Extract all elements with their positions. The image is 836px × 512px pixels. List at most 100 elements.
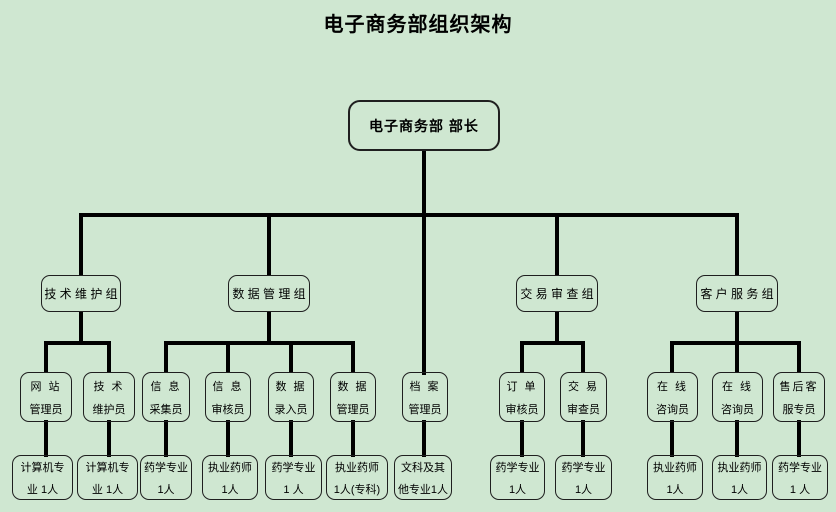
connector [735,341,739,373]
qual-data-admin: 执业药师 1人(专科) [326,455,388,500]
connector [289,420,293,457]
staff-label: 文科及其 [401,461,445,474]
staff-label: 药学专业 [778,461,822,474]
connector [226,341,230,373]
connector [351,341,355,373]
connector [267,312,271,345]
group-data-management: 数 据 管 理 组 [228,275,310,312]
staff-label: 执业药师 [653,461,697,474]
staff-label: 药学专业 [561,461,606,474]
connector [79,312,83,345]
connector [520,341,524,373]
staff-label: 业 1人 [91,483,124,496]
role-label: 维护员 [92,403,126,416]
staff-label: 药学专业 [144,461,188,474]
staff-label: 1人 [666,483,684,496]
connector [79,213,83,275]
role-label: 审查员 [567,403,600,416]
role-label: 管理员 [408,403,442,416]
connector [735,420,739,457]
role-label: 审核员 [211,403,245,416]
group-label: 客 户 服 务 组 [700,287,774,301]
role-online-consultant-1: 在 线 咨询员 [647,372,698,422]
group-label: 技 术 维 护 组 [44,287,118,301]
qual-online-consultant-1: 执业药师 1人 [647,455,703,500]
connector [797,420,801,457]
group-tech-maintenance: 技 术 维 护 组 [41,275,121,312]
staff-label: 药学专业 [495,461,540,474]
role-label: 在 线 [656,380,689,393]
role-label: 服专员 [782,403,816,416]
staff-label: 1人 [221,483,239,496]
connector [670,341,674,373]
connector [670,420,674,457]
staff-label: 执业药师 [208,461,252,474]
role-label: 录入员 [274,403,308,416]
role-website-admin: 网 站 管理员 [20,372,72,422]
qual-aftersales-support: 药学专业 1 人 [772,455,828,500]
qual-tech-maintainer: 计算机专 业 1人 [77,455,138,500]
role-aftersales-support: 售后客 服专员 [773,372,825,422]
staff-label: 1 人 [283,483,304,496]
role-label: 信 息 [150,380,182,393]
role-label: 技 术 [93,380,125,393]
staff-label: 业 1人 [26,483,59,496]
role-label: 信 息 [212,380,244,393]
connector [79,213,739,217]
staff-label: 他专业1人 [397,483,449,496]
connector [267,213,271,275]
role-label: 审核员 [505,403,539,416]
qual-order-auditor: 药学专业 1人 [490,455,545,500]
connector [164,341,168,373]
connector [164,420,168,457]
role-info-collector: 信 息 采集员 [142,372,190,422]
connector [107,341,111,373]
connector [44,341,48,373]
qual-transaction-reviewer: 药学专业 1人 [555,455,612,500]
connector [581,420,585,457]
group-customer-service: 客 户 服 务 组 [696,275,778,312]
role-label: 数 据 [275,380,307,393]
staff-label: 执业药师 [335,461,379,474]
connector [44,341,111,345]
staff-label: 执业药师 [717,461,762,474]
connector [107,420,111,457]
staff-label: 1人 [574,483,593,496]
staff-label: 1人 [730,483,749,496]
connector [555,213,559,275]
role-transaction-reviewer: 交 易 审查员 [560,372,607,422]
role-online-consultant-2: 在 线 咨询员 [712,372,763,422]
connector [226,420,230,457]
role-label: 咨询员 [656,403,689,416]
qual-archive-admin: 文科及其 他专业1人 [394,455,452,500]
role-label: 在 线 [721,380,754,393]
connector [164,341,355,345]
staff-label: 1人 [508,483,527,496]
role-label: 订 单 [506,380,538,393]
connector [581,341,585,373]
role-label: 网 站 [30,380,62,393]
connector [520,420,524,457]
connector [735,312,739,345]
group-label: 数 据 管 理 组 [232,287,306,301]
role-label: 采集员 [149,403,183,416]
role-order-auditor: 订 单 审核员 [499,372,545,422]
staff-label: 药学专业 [271,461,316,474]
connector [351,420,355,457]
role-data-admin: 数 据 管理员 [330,372,376,422]
qual-data-entry: 药学专业 1 人 [265,455,322,500]
role-label: 交 易 [567,380,600,393]
staff-label: 1人 [157,483,175,496]
connector [735,213,739,275]
qual-info-auditor: 执业药师 1人 [202,455,258,500]
role-label: 数 据 [337,380,369,393]
qual-online-consultant-2: 执业药师 1人 [712,455,767,500]
role-tech-maintainer: 技 术 维护员 [83,372,135,422]
connector [422,420,426,457]
role-archive-admin: 档 案 管理员 [402,372,448,422]
qual-info-collector: 药学专业 1人 [140,455,192,500]
root-node-label: 电子商务部 部长 [369,117,479,134]
chart-title: 电子商务部组织架构 [323,14,513,36]
group-label: 交 易 审 查 组 [520,287,594,301]
